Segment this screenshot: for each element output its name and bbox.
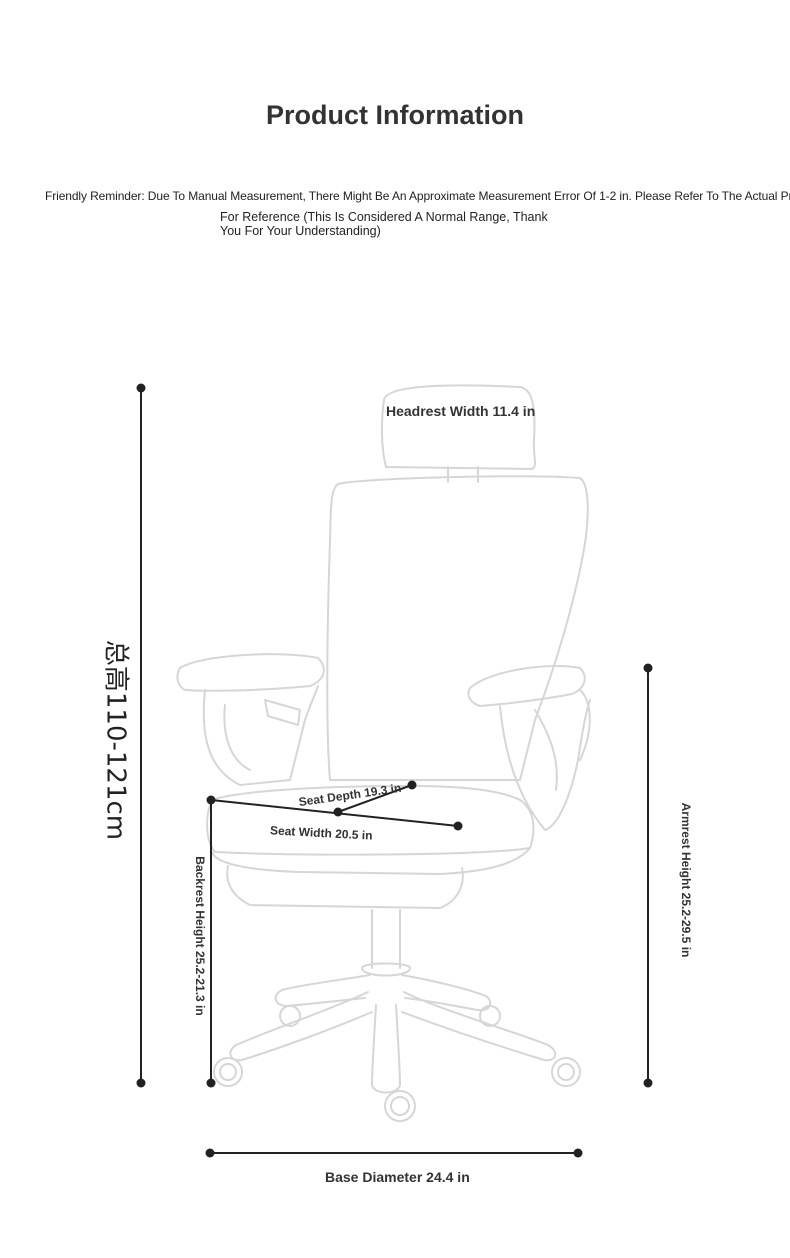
headrest-shape: [380, 384, 537, 470]
total-height-label: 总高110-121cm: [100, 639, 131, 841]
backrest-height-label: Backrest Height 25.2-21.3 in: [193, 856, 207, 1016]
seat-depth-line: [337, 784, 413, 813]
measurement-reminder: Friendly Reminder: Due To Manual Measure…: [45, 189, 790, 203]
headrest-width-label: Headrest Width 11.4 in: [386, 403, 536, 419]
backrest-shape: [326, 475, 589, 781]
caster-right-front: [551, 1057, 581, 1087]
caster-left-front: [213, 1057, 243, 1087]
measurement-reminder-note: For Reference (This Is Considered A Norm…: [220, 210, 548, 238]
armrest-height-label: Armrest Height 25.2-29.5 in: [679, 802, 693, 958]
left-armrest-shape: [176, 653, 325, 692]
chair-outline: [176, 384, 591, 1122]
seat-shape: [206, 785, 535, 856]
base-diameter-label: Base Diameter 24.4 in: [325, 1169, 470, 1185]
caster-front: [384, 1090, 416, 1122]
page-title: Product Information: [266, 100, 524, 130]
right-armrest-shape: [467, 665, 586, 707]
dimension-lines: [136, 383, 653, 1158]
